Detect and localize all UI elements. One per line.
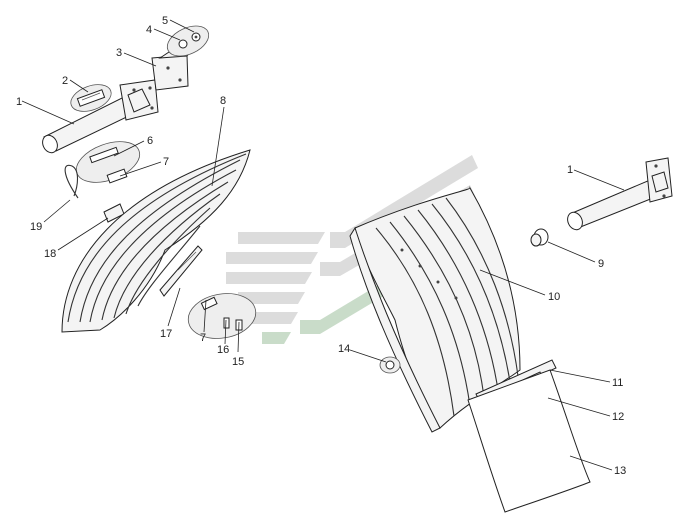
callout-10: 10 xyxy=(548,291,560,303)
part-1-left-tube-bracket xyxy=(42,79,159,154)
callout-3: 3 xyxy=(116,47,122,59)
part-10-right-fender xyxy=(349,186,521,433)
callout-19: 19 xyxy=(30,221,42,233)
callout-7-upper: 7 xyxy=(163,156,169,168)
callout-13: 13 xyxy=(614,465,626,477)
part-9-cap-plug xyxy=(530,228,549,247)
callout-labels: 1 2 3 4 5 6 7 8 19 18 17 7 16 15 1 9 10 … xyxy=(16,15,626,477)
part-6-7-detail xyxy=(75,141,141,184)
callout-18: 18 xyxy=(44,248,56,260)
callout-11: 11 xyxy=(612,377,623,389)
callout-6: 6 xyxy=(147,135,153,147)
callout-16: 16 xyxy=(217,344,229,356)
part-1-right-tube-bracket xyxy=(567,157,673,231)
callout-1-right: 1 xyxy=(567,164,573,176)
callout-2: 2 xyxy=(62,75,68,87)
callout-9: 9 xyxy=(598,258,604,270)
callout-5: 5 xyxy=(162,15,168,27)
part-14-screw xyxy=(379,356,401,374)
callout-7-lower: 7 xyxy=(200,332,206,344)
part-13-mud-flap xyxy=(467,369,591,513)
callout-17: 17 xyxy=(160,328,172,340)
part-17-support-strap xyxy=(159,245,203,297)
callout-8: 8 xyxy=(220,95,226,107)
part-4-5-washer-nut xyxy=(166,25,210,57)
callout-12: 12 xyxy=(612,411,624,423)
callout-14: 14 xyxy=(338,343,350,355)
part-8-left-fender xyxy=(61,149,251,333)
leader-lines xyxy=(21,19,625,471)
part-2-bolt xyxy=(70,84,112,112)
callout-1-left: 1 xyxy=(16,96,22,108)
callout-15: 15 xyxy=(232,356,244,368)
callout-4: 4 xyxy=(146,24,152,36)
part-19-spring-clip xyxy=(64,164,79,199)
